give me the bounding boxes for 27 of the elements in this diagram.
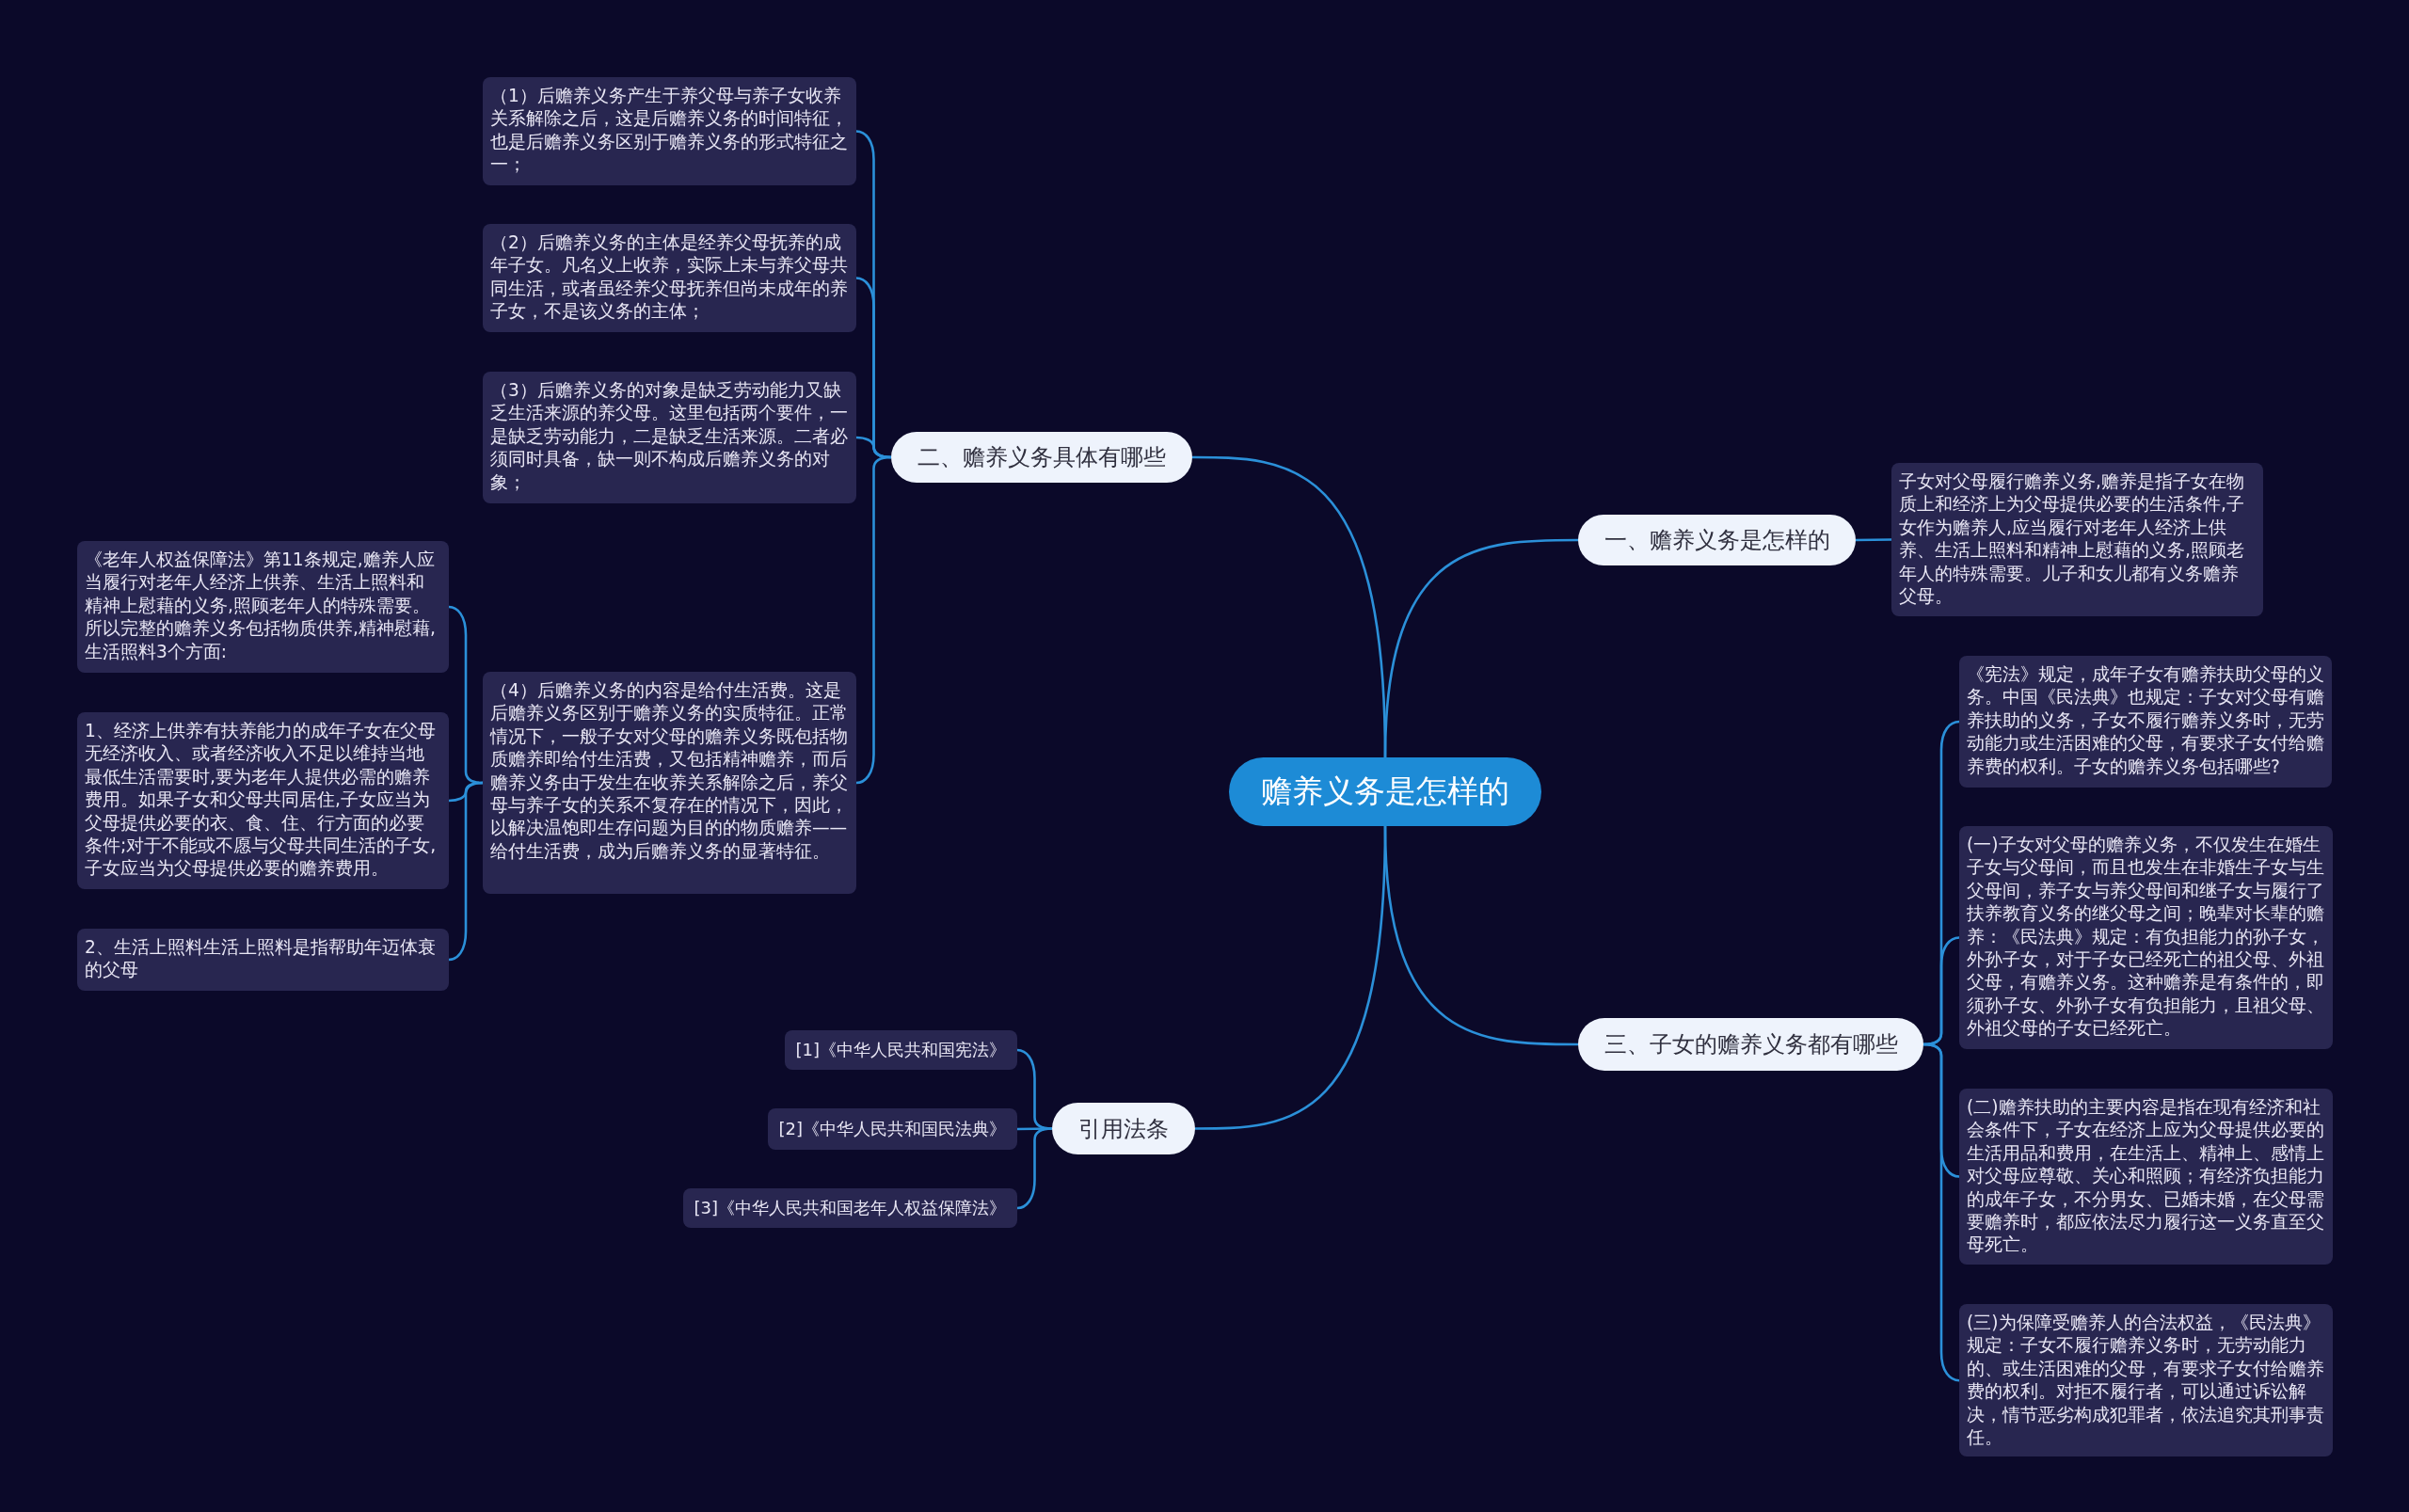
- topic-pill: 一、赡养义务是怎样的: [1578, 515, 1856, 565]
- note-card: 《老年人权益保障法》第11条规定,赡养人应当履行对老年人经济上供养、生活上照料和精神上慰藉的义务,照顾老年人的特殊需要。所以完整的赡养义务包括物质供养,精神慰藉,生活照料3个方面:: [77, 541, 449, 673]
- note-card: 子女对父母履行赡养义务,赡养是指子女在物质上和经济上为父母提供必要的生活条件,子女作为赡养人,应当履行对老年人经济上供养、生活上照料和精神上慰藉的义务,照顾老年人的特殊需要。儿子和女儿都有义务赡养父母。: [1891, 463, 2263, 616]
- connector-line: [448, 781, 484, 962]
- note-card: （2）后赡养义务的主体是经养父母抚养的成年子女。凡名义上收养，实际上未与养父母共同生活，或者虽经养父母抚养但尚未成年的养子女，不是该义务的主体；: [483, 224, 856, 332]
- connector-line: [1016, 1127, 1053, 1210]
- note-card: (二)赡养扶助的主要内容是指在现有经济和社会条件下，子女在经济上应为父母提供必要的生活用品和费用，在生活上、精神上、感情上对父母应尊敬、关心和照顾；有经济负担能力的成年子女，不分男女、已婚未婚，在父母需要赡养时，都应依法尽力履行这一义务直至父母死亡。: [1959, 1089, 2333, 1265]
- note-card: (一)子女对父母的赡养义务，不仅发生在婚生子女与父母间，而且也发生在非婚生子女与生父母间，养子女与养父母间和继子女与履行了扶养教育义务的继父母之间；晚辈对长辈的赡养：《民法典》规定：有负担能力的孙子女，外孙子女，对于子女已经死亡的祖父母、外祖父母，有赡养义务。这种赡养是有条件的，即须孙子女、外孙子女有负担能力，且祖父母、外祖父母的子女已经死亡。: [1959, 826, 2333, 1049]
- note-card: 1、经济上供养有扶养能力的成年子女在父母无经济收入、或者经济收入不足以维持当地最低生活需要时,要为老年人提供必需的赡养费用。如果子女和父母共同居住,子女应当为父母提供必要的衣、食、住、行方面的必要条件;对于不能或不愿与父母共同生活的子女,子女应当为父母提供必要的赡养费用。: [77, 712, 449, 889]
- connector-line: [1195, 825, 1387, 1130]
- connector-line: [1922, 1042, 1960, 1382]
- note-card: （1）后赡养义务产生于养父母与养子女收养关系解除之后，这是后赡养义务的时间特征，也是后赡养义务区别于赡养义务的形式特征之一；: [483, 77, 856, 185]
- connector-line: [1383, 538, 1578, 758]
- connector-line: [1856, 538, 1891, 542]
- note-card: 2、生活上照料生活上照料是指帮助年迈体衰的父母: [77, 929, 449, 991]
- note-card: (三)为保障受赡养人的合法权益，《民法典》规定：子女不履行赡养义务时，无劳动能力的、或生活困难的父母，有要求子女付给赡养费的权利。对拒不履行者，可以通过诉讼解决，情节恶劣构成犯罪者，依法追究其刑事责任。: [1959, 1304, 2333, 1457]
- citation-card: [2]《中华人民共和国民法典》: [767, 1108, 1017, 1150]
- connector-line: [855, 455, 892, 785]
- note-card: （4）后赡养义务的内容是给付生活费。这是后赡养义务区别于赡养义务的实质特征。正常情况下，一般子女对父母的赡养义务既包括物质赡养即给付生活费，又包括精神赡养，而后赡养义务由于发生在收养关系解除之后，养父母与养子女的关系不复存在的情况下，因此，以解决温饱即生存问题为目的的物质赡养——给付生活费，成为后赡养义务的显著特征。: [483, 672, 856, 894]
- note-card: （3）后赡养义务的对象是缺乏劳动能力又缺乏生活来源的养父母。这里包括两个要件，一是缺乏劳动能力，二是缺乏生活来源。二者必须同时具备，缺一则不构成后赡养义务的对象；: [483, 372, 856, 503]
- note-card: 《宪法》规定，成年子女有赡养扶助父母的义务。中国《民法典》也规定：子女对父母有赡养扶助的义务，子女不履行赡养义务时，无劳动能力或生活困难的父母，有要求子女付给赡养费的权利。子女的赡养义务包括哪些?: [1959, 656, 2332, 788]
- topic-pill: 三、子女的赡养义务都有哪些: [1578, 1018, 1923, 1071]
- topic-pill: 引用法条: [1052, 1103, 1195, 1154]
- citation-card: [3]《中华人民共和国老年人权益保障法》: [682, 1188, 1017, 1228]
- citation-card: [1]《中华人民共和国宪法》: [784, 1030, 1017, 1070]
- central-topic: 赡养义务是怎样的: [1229, 757, 1541, 826]
- topic-pill: 二、赡养义务具体有哪些: [891, 432, 1192, 483]
